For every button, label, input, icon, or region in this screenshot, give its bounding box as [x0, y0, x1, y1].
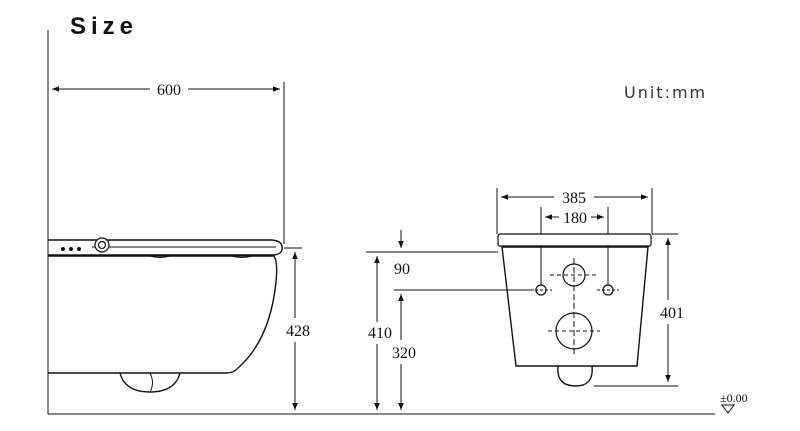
side-width-label: 600 [157, 82, 181, 99]
bowl-body [48, 255, 278, 374]
floor-reference: ±0.00 [720, 391, 748, 414]
front-trap [557, 365, 593, 387]
front-width-outer-label: 385 [562, 190, 586, 207]
dim-320-label: 320 [392, 345, 416, 362]
side-height-label: 428 [286, 323, 310, 340]
seat-lid [48, 239, 283, 256]
indicator-dot-icon [77, 247, 81, 251]
dim-410-label: 410 [368, 325, 392, 342]
front-width-inner-label: 180 [563, 210, 587, 227]
front-seat [497, 233, 652, 247]
control-knob-inner-icon [97, 240, 107, 250]
front-bowl [501, 246, 649, 367]
dim-90-label: 90 [394, 261, 410, 278]
bowl-trap [119, 372, 181, 393]
floor-label: ±0.00 [720, 391, 748, 405]
side-view: 600 428 [48, 82, 310, 410]
unit-label: Unit:mm [624, 83, 707, 102]
front-view: 385 180 401 [496, 188, 684, 387]
indicator-dot-icon [61, 247, 65, 251]
indicator-dot-icon [69, 247, 73, 251]
front-left-dimensions: 90 410 320 [366, 230, 534, 410]
page-title: Size [70, 13, 138, 40]
trap-detail [149, 372, 153, 393]
front-height-label: 401 [660, 305, 684, 322]
floor-triangle-icon [721, 404, 735, 414]
